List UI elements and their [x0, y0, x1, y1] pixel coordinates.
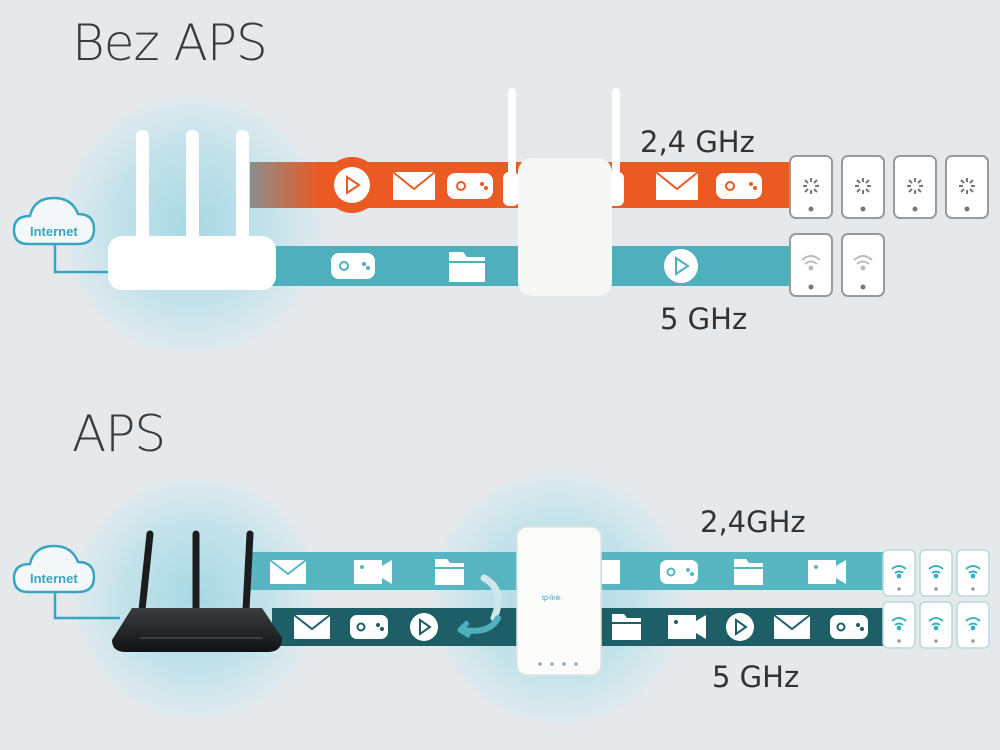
wifi-icon: [965, 565, 981, 579]
loading-icon: [907, 178, 923, 194]
video-icon: [354, 560, 392, 584]
phone-loading: [893, 155, 937, 219]
play-icon: [410, 613, 438, 641]
bottom-5-stream-icons: [293, 613, 868, 641]
top-devices-24: [789, 155, 989, 219]
phone-wifi: [919, 549, 953, 597]
band-label-24ghz-with-aps: 2,4GHz: [700, 505, 806, 539]
folder-icon: [449, 252, 485, 282]
video-icon: [808, 560, 846, 584]
phone-wifi: [956, 549, 990, 597]
internet-cloud-icon: Internet: [12, 196, 96, 246]
phone-wifi: [956, 601, 990, 649]
top-5-stream-icons: [331, 249, 698, 283]
band-24-extension: [630, 162, 790, 208]
band-label-24ghz-without-aps: 2,4 GHz: [640, 125, 755, 159]
play-icon: [664, 249, 698, 283]
folder-icon: [612, 614, 641, 640]
gamepad-icon: [830, 615, 868, 639]
brand-label: tp-link: [542, 595, 561, 602]
router-white: [108, 130, 276, 290]
phone-wifi: [882, 549, 916, 597]
phone-wifi: [841, 233, 885, 297]
title-with-aps: APS: [72, 405, 166, 463]
folder-icon: [435, 559, 464, 585]
wifi-icon: [928, 617, 944, 631]
internet-cloud-icon: Internet: [12, 544, 96, 594]
loading-icon: [855, 178, 871, 194]
loading-icon: [803, 178, 819, 194]
mail-icon: [392, 171, 436, 200]
mail-icon: [269, 559, 307, 584]
loading-icon: [959, 178, 975, 194]
cloud-connection-line: [53, 592, 120, 620]
play-icon-inner: [334, 167, 370, 203]
title-without-aps: Bez APS: [72, 14, 268, 72]
internet-label: Internet: [30, 571, 78, 586]
folder-icon: [734, 559, 763, 585]
section-without-aps: Internet: [12, 88, 989, 353]
band-24-fade: [250, 162, 320, 208]
wifi-icon: [891, 617, 907, 631]
top-devices-5: [789, 233, 885, 297]
phone-wifi: [789, 233, 833, 297]
internet-label: Internet: [30, 224, 78, 239]
band-switch-arrows-icon: [457, 574, 502, 639]
mail-icon: [655, 171, 699, 200]
wifi-icon: [891, 565, 907, 579]
gamepad-icon: [350, 615, 388, 639]
mail-icon: [293, 614, 331, 639]
band-label-5ghz-without-aps: 5 GHz: [660, 302, 748, 336]
band-label-5ghz-with-aps: 5 GHz: [712, 660, 800, 694]
wifi-icon: [801, 255, 821, 271]
wifi-icon: [853, 255, 873, 271]
range-extender-white: [503, 88, 624, 296]
gamepad-icon: [660, 560, 698, 584]
cloud-connection-line: [53, 244, 112, 274]
wifi-icon: [928, 565, 944, 579]
phone-loading: [945, 155, 989, 219]
bottom-devices: [882, 549, 990, 649]
wifi-icon: [965, 617, 981, 631]
video-icon: [668, 615, 706, 639]
gamepad-icon: [447, 173, 493, 199]
phone-wifi: [919, 601, 953, 649]
top-24-stream-icons: [324, 157, 762, 213]
mail-icon: [602, 560, 620, 584]
gamepad-icon: [331, 253, 375, 279]
mail-icon: [773, 614, 811, 639]
phone-loading: [789, 155, 833, 219]
range-extender-aps: tp-link: [516, 526, 602, 676]
phone-loading: [841, 155, 885, 219]
section-with-aps: Internet tp-link: [12, 473, 990, 723]
gamepad-icon: [716, 173, 762, 199]
play-icon: [726, 613, 754, 641]
router-black: [112, 530, 282, 652]
phone-wifi: [882, 601, 916, 649]
bottom-24-stream-icons: [269, 559, 846, 585]
